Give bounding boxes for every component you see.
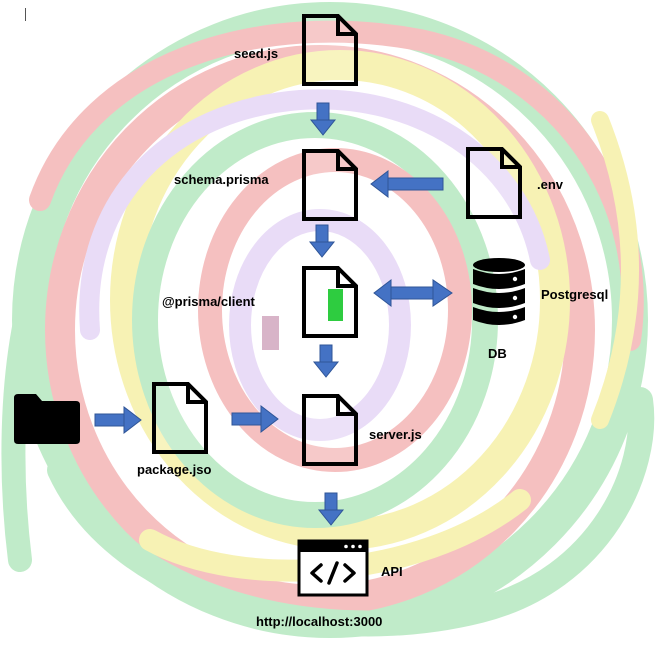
- seed-file-icon: [302, 14, 358, 86]
- schema-file-icon: [302, 149, 358, 221]
- arrow-env-to-schema-icon: [370, 169, 444, 199]
- schema-label: schema.prisma: [174, 172, 269, 187]
- folder-icon: [14, 394, 80, 444]
- arrow-schema-to-client-icon: [309, 224, 335, 258]
- env-file-icon: [466, 147, 522, 219]
- server-label: server.js: [369, 427, 422, 442]
- arrow-folder-to-package-icon: [94, 406, 142, 434]
- api-url-label: http://localhost:3000: [256, 614, 383, 629]
- server-file-icon: [302, 394, 358, 466]
- text-cursor: [25, 8, 26, 21]
- arrow-server-to-api-icon: [318, 492, 344, 526]
- api-label: API: [381, 564, 403, 579]
- client-highlight: [328, 289, 343, 321]
- db-caption-label: DB: [488, 346, 507, 361]
- arrow-client-db-bidirectional-icon: [373, 278, 453, 308]
- package-file-icon: [152, 382, 208, 454]
- code-window-icon: [297, 539, 369, 597]
- package-label: package.jso: [137, 462, 212, 477]
- seed-label: seed.js: [234, 46, 279, 61]
- db-name-label: Postgresql: [541, 287, 609, 302]
- faint-marker: [262, 316, 279, 350]
- arrow-seed-to-schema-icon: [310, 102, 336, 136]
- database-icon: [473, 258, 525, 325]
- arrow-client-to-server-icon: [313, 344, 339, 378]
- client-label: @prisma/client: [162, 294, 255, 309]
- arrow-package-to-server-icon: [231, 405, 279, 433]
- client-file-icon: [302, 266, 358, 338]
- env-label: .env: [537, 177, 564, 192]
